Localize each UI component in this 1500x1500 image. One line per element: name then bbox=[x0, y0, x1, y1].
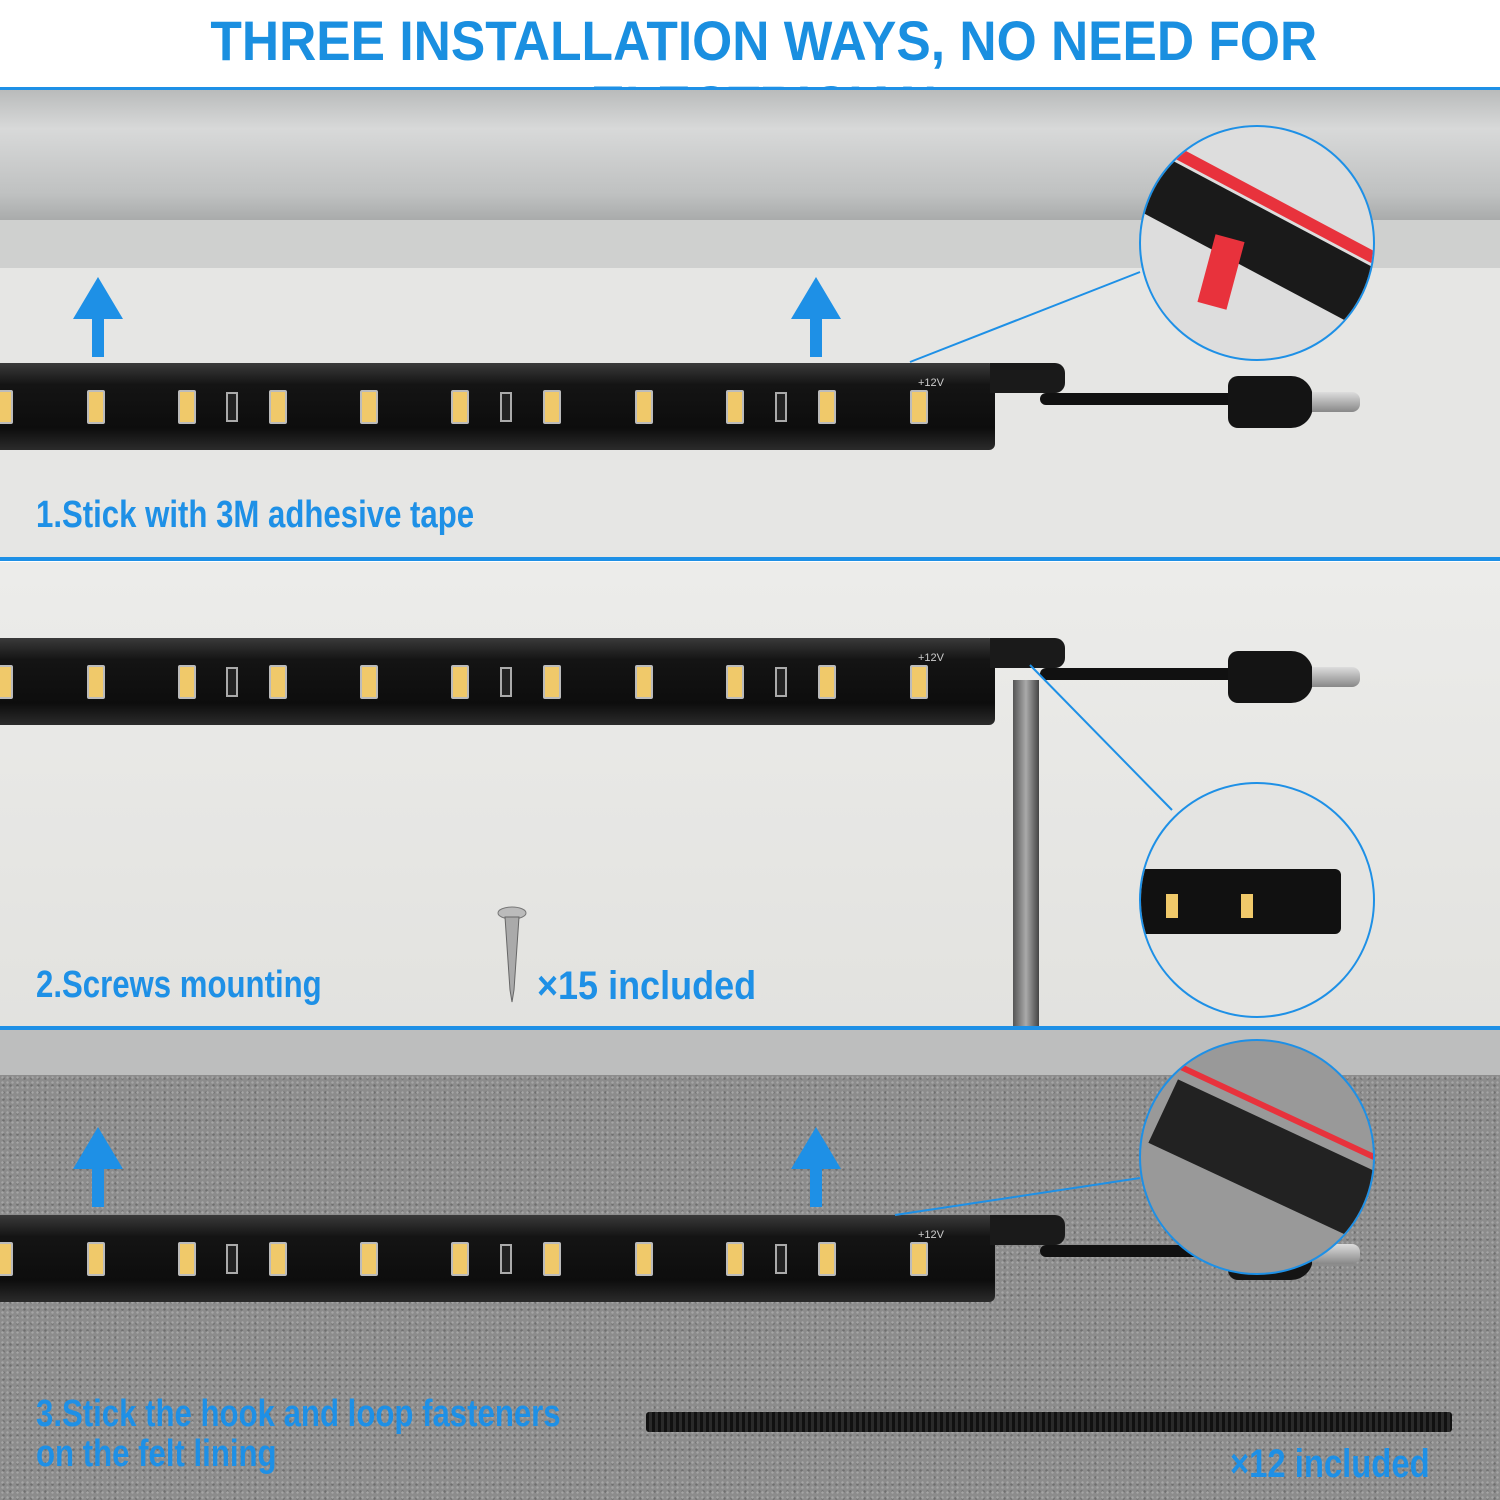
method-1-label: 1.Stick with 3M adhesive tape bbox=[36, 494, 475, 536]
resistor bbox=[500, 392, 512, 422]
led-chip bbox=[910, 390, 928, 424]
dc-plug bbox=[1228, 376, 1313, 428]
led-chip bbox=[726, 390, 744, 424]
resistor bbox=[775, 392, 787, 422]
led-chip bbox=[451, 390, 469, 424]
power-cable bbox=[1040, 668, 1240, 680]
led-chip bbox=[818, 665, 836, 699]
led-chip bbox=[360, 390, 378, 424]
led-chip bbox=[635, 390, 653, 424]
end-cap bbox=[990, 1215, 1065, 1245]
divider bbox=[0, 87, 1500, 91]
led-chip bbox=[543, 390, 561, 424]
led-chip bbox=[269, 1242, 287, 1276]
led-chip bbox=[0, 1242, 13, 1276]
led-chip bbox=[360, 1242, 378, 1276]
method-3-label-line2: on the felt lining bbox=[36, 1433, 277, 1475]
arrow-up-icon bbox=[791, 1127, 841, 1207]
arrow-up-icon bbox=[73, 1127, 123, 1207]
led-chip bbox=[178, 390, 196, 424]
dc-plug-pin bbox=[1312, 667, 1360, 687]
led-chip bbox=[451, 665, 469, 699]
resistor bbox=[500, 667, 512, 697]
led-chip bbox=[178, 665, 196, 699]
led-chip bbox=[910, 1242, 928, 1276]
power-cable bbox=[1040, 393, 1240, 405]
voltage-label: +12V bbox=[918, 652, 944, 664]
led-light-bar: +12V bbox=[0, 1215, 995, 1302]
led-chip bbox=[635, 1242, 653, 1276]
led-chip bbox=[635, 665, 653, 699]
led-chip bbox=[818, 390, 836, 424]
end-cap bbox=[990, 638, 1065, 668]
divider bbox=[0, 557, 1500, 561]
dc-plug bbox=[1228, 651, 1313, 703]
arrow-up-icon bbox=[73, 277, 123, 357]
resistor bbox=[226, 667, 238, 697]
led-chip bbox=[0, 390, 13, 424]
method-3-label: 3.Stick the hook and loop fasteners on t… bbox=[36, 1394, 561, 1474]
led-chip bbox=[543, 665, 561, 699]
voltage-label: +12V bbox=[918, 1229, 944, 1241]
led-chip bbox=[269, 390, 287, 424]
fasteners-count: ×12 included bbox=[1230, 1442, 1430, 1486]
led-chip bbox=[0, 665, 13, 699]
led-light-bar: +12V bbox=[0, 363, 995, 450]
resistor bbox=[226, 1244, 238, 1274]
method-2-label: 2.Screws mounting bbox=[36, 964, 322, 1006]
led-chip bbox=[543, 1242, 561, 1276]
screw-icon bbox=[497, 906, 527, 1003]
screws-count: ×15 included bbox=[537, 964, 757, 1008]
led-chip bbox=[178, 1242, 196, 1276]
led-chip bbox=[726, 1242, 744, 1276]
hook-loop-strip bbox=[646, 1412, 1452, 1432]
led-chip bbox=[726, 665, 744, 699]
dc-plug-pin bbox=[1312, 392, 1360, 412]
led-chip bbox=[87, 665, 105, 699]
led-chip bbox=[87, 390, 105, 424]
detail-circle-fastener bbox=[1139, 1039, 1375, 1275]
resistor bbox=[500, 1244, 512, 1274]
resistor bbox=[775, 667, 787, 697]
screwdriver bbox=[1013, 680, 1039, 1028]
led-chip bbox=[87, 1242, 105, 1276]
led-chip bbox=[451, 1242, 469, 1276]
led-chip bbox=[910, 665, 928, 699]
detail-circle-screw bbox=[1139, 782, 1375, 1018]
led-chip bbox=[360, 665, 378, 699]
method-3-label-line1: 3.Stick the hook and loop fasteners bbox=[36, 1393, 561, 1435]
resistor bbox=[226, 392, 238, 422]
detail-circle-adhesive bbox=[1139, 125, 1375, 361]
voltage-label: +12V bbox=[918, 377, 944, 389]
end-cap bbox=[990, 363, 1065, 393]
resistor bbox=[775, 1244, 787, 1274]
led-chip bbox=[818, 1242, 836, 1276]
led-chip bbox=[269, 665, 287, 699]
arrow-up-icon bbox=[791, 277, 841, 357]
divider bbox=[0, 1026, 1500, 1030]
led-light-bar: +12V bbox=[0, 638, 995, 725]
